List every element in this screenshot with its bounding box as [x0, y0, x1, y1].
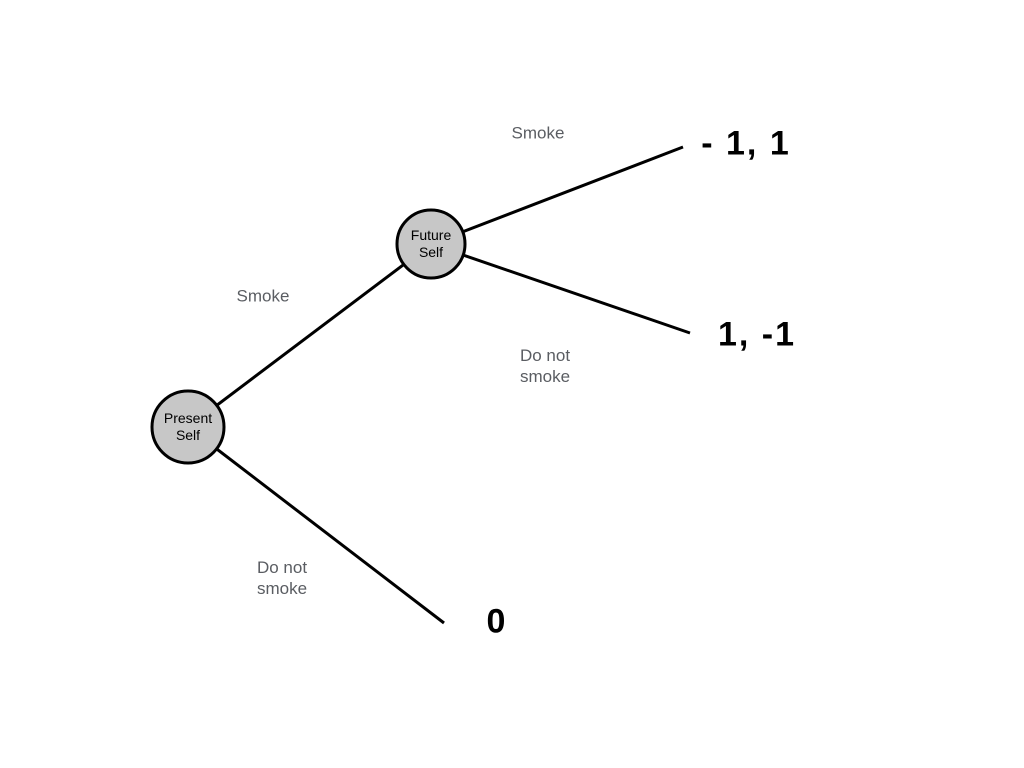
edge-future-smoke-line [430, 145, 684, 246]
payoff-smoke-do-not-smoke: 1, -1 [717, 315, 797, 354]
edge-label-future-do-not-smoke: Do not smoke [519, 345, 571, 386]
edge-label-present-smoke: Smoke [236, 286, 290, 306]
edge-label-present-do-not-smoke: Do not smoke [256, 557, 308, 598]
node-future-self-circle [395, 208, 467, 280]
payoff-smoke-smoke: - 1, 1 [701, 124, 791, 163]
payoff-do-not-smoke: 0 [486, 602, 508, 641]
node-present-self-label: Present Self [163, 410, 213, 443]
edge-present-do-not-smoke-line [187, 425, 445, 625]
edge-present-smoke-line [187, 242, 432, 429]
node-present-self-circle [150, 389, 226, 465]
node-future-self-label: Future Self [410, 227, 452, 260]
edge-label-future-smoke: Smoke [511, 123, 565, 143]
edge-future-do-not-smoke-line [430, 242, 691, 335]
